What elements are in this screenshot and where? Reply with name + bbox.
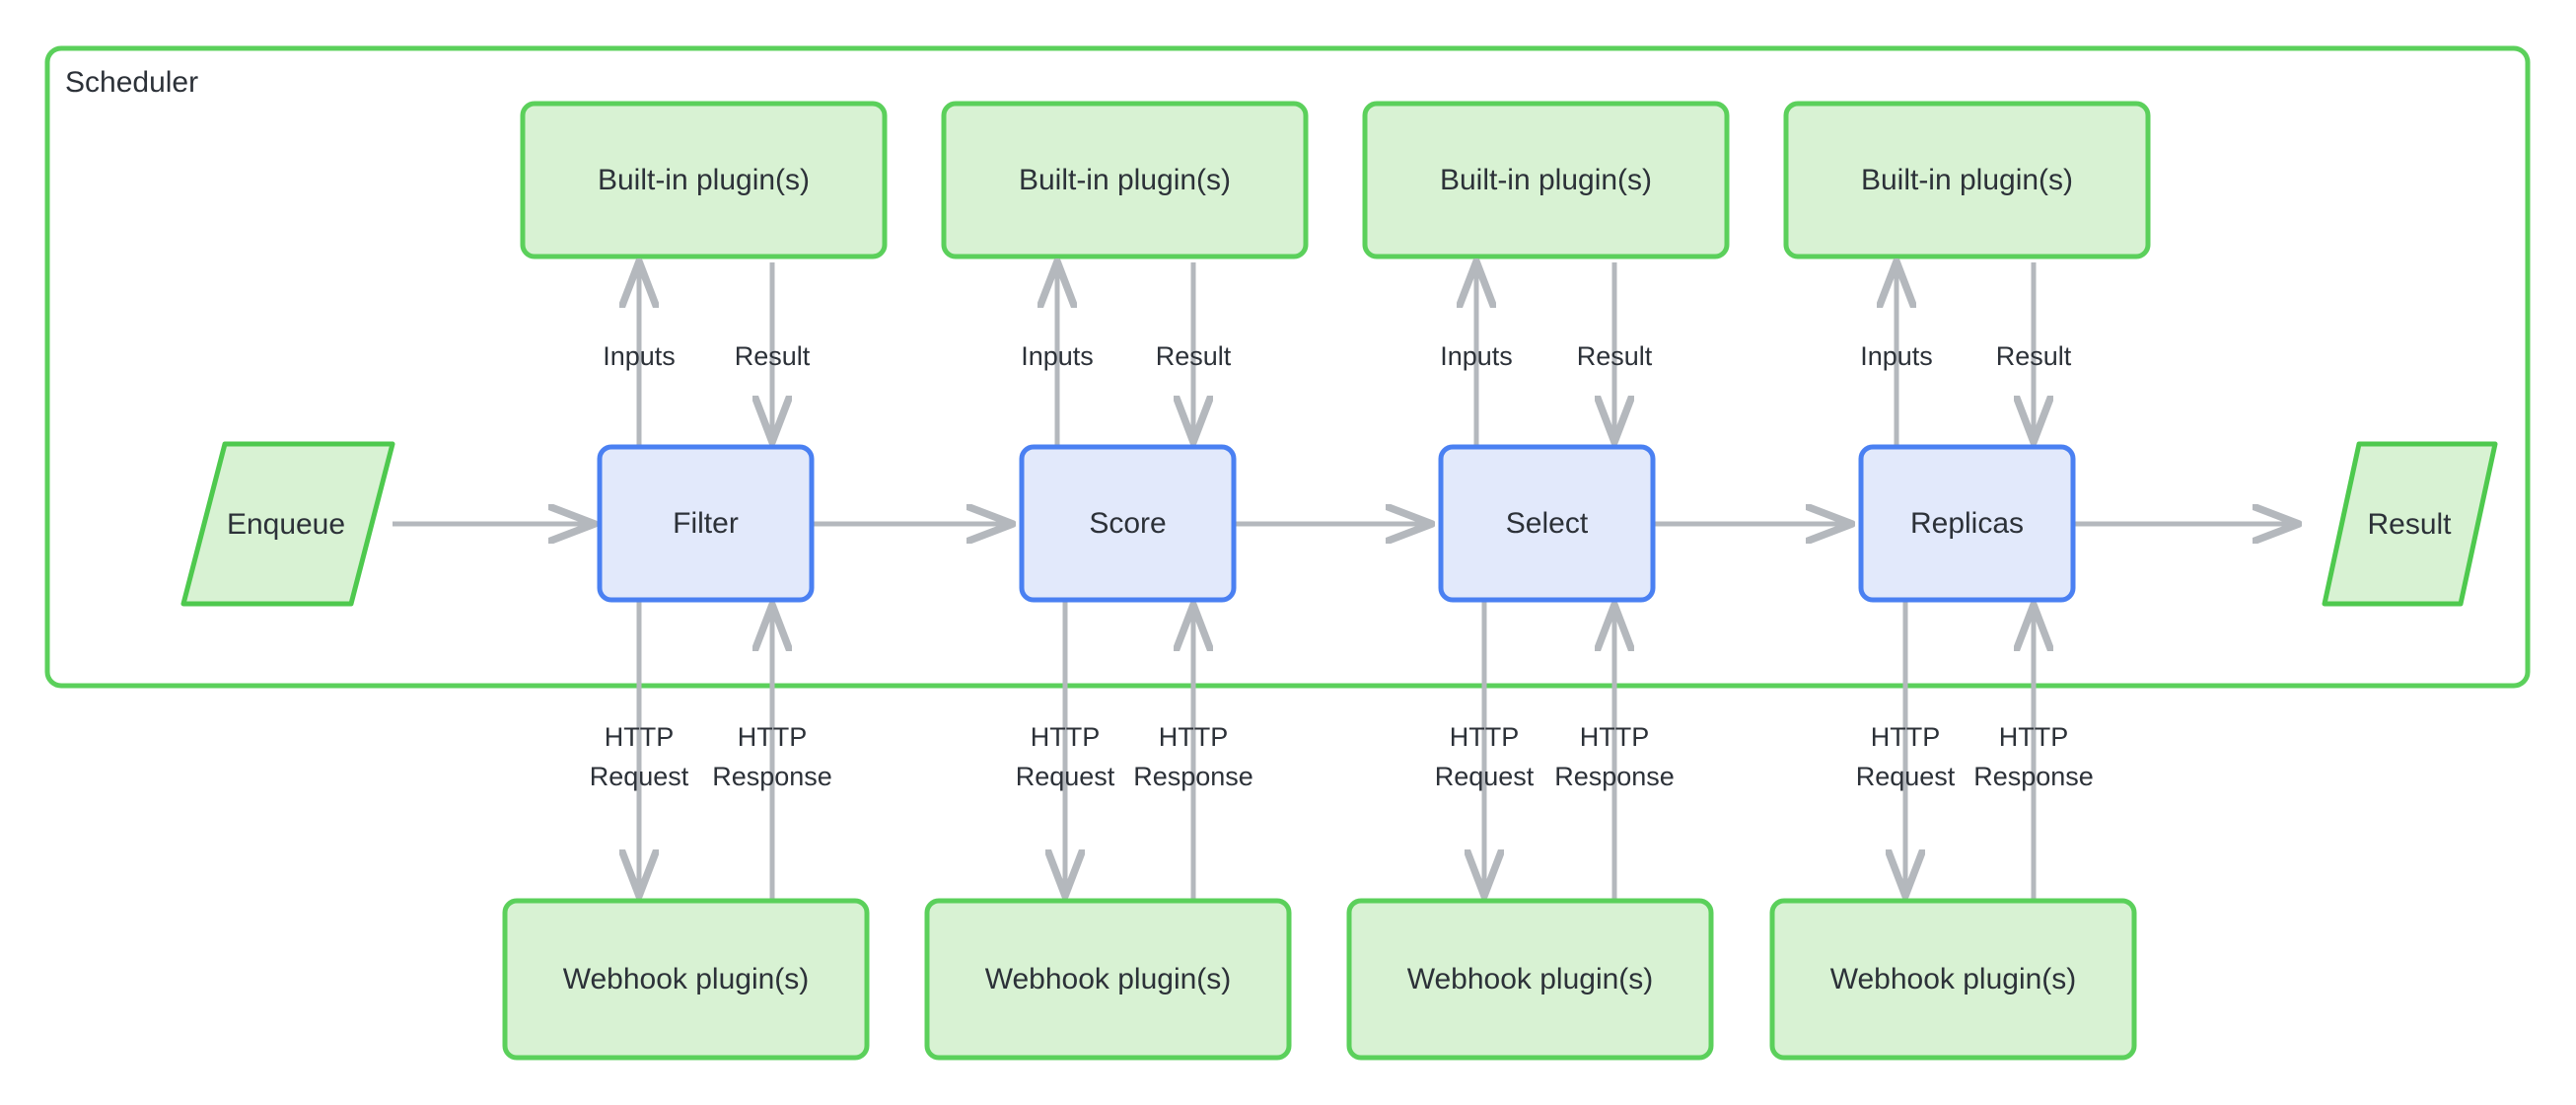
inputs-edge-label-2: Inputs [1021,341,1094,371]
builtin-plugin-label-3: Built-in plugin(s) [1440,164,1652,196]
webhook-plugin-label-4: Webhook plugin(s) [1830,963,2077,995]
http-request-edge-label-4-line1: HTTP [1871,722,1941,752]
builtin-plugin-box-2[interactable] [941,101,1309,259]
builtin-plugin-box-3[interactable] [1362,101,1730,259]
webhook-plugin-label-2: Webhook plugin(s) [985,963,1232,995]
enqueue-parallelogram[interactable] [180,441,395,607]
http-response-edge-label-4-line1: HTTP [1999,722,2069,752]
result-edge-label-4: Result [1996,341,2072,371]
webhook-plugins-row: Webhook plugin(s) Webhook plugin(s) Webh… [502,898,2137,1061]
webhook-plugin-node-3[interactable]: Webhook plugin(s) [1346,898,1714,1061]
column-2-connectors: Inputs Result HTTP Request HTTP Response [1016,262,1253,901]
enqueue-node[interactable]: Enqueue [180,441,395,607]
stage-box-replicas[interactable] [1858,444,2076,603]
inputs-edge-label-1: Inputs [603,341,676,371]
stage-node-filter[interactable]: Filter [597,444,815,603]
webhook-plugin-label-1: Webhook plugin(s) [563,963,810,995]
http-request-edge-label-2-line2: Request [1016,762,1115,791]
builtin-plugin-node-2[interactable]: Built-in plugin(s) [941,101,1309,259]
http-response-edge-label-2-line1: HTTP [1159,722,1229,752]
webhook-plugin-box-3[interactable] [1346,898,1714,1061]
result-edge-label-1: Result [735,341,811,371]
webhook-plugin-node-1[interactable]: Webhook plugin(s) [502,898,870,1061]
http-request-edge-label-3-line1: HTTP [1450,722,1520,752]
scheduler-group-border [44,45,2531,689]
result-edge-label-2: Result [1156,341,1232,371]
builtin-plugin-label-4: Built-in plugin(s) [1861,164,2073,196]
builtin-plugin-label-1: Built-in plugin(s) [598,164,810,196]
webhook-plugin-box-2[interactable] [924,898,1292,1061]
enqueue-label: Enqueue [227,508,345,541]
webhook-plugin-node-4[interactable]: Webhook plugin(s) [1769,898,2137,1061]
builtin-plugin-label-2: Built-in plugin(s) [1019,164,1231,196]
column-4-connectors: Inputs Result HTTP Request HTTP Response [1856,262,2094,901]
http-request-edge-label-4-line2: Request [1856,762,1956,791]
http-response-edge-label-3-line1: HTTP [1580,722,1650,752]
http-request-edge-label-1-line2: Request [590,762,689,791]
http-response-edge-label-3-line2: Response [1554,762,1675,791]
column-1-connectors: Inputs Result HTTP Request HTTP Response [590,262,832,901]
stage-box-filter[interactable] [597,444,815,603]
builtin-plugin-node-4[interactable]: Built-in plugin(s) [1783,101,2151,259]
scheduler-group: Scheduler [44,45,2531,689]
http-response-edge-label-2-line2: Response [1133,762,1253,791]
stage-node-replicas[interactable]: Replicas [1858,444,2076,603]
result-edge-label-3: Result [1577,341,1653,371]
builtin-plugin-node-3[interactable]: Built-in plugin(s) [1362,101,1730,259]
webhook-plugin-box-4[interactable] [1769,898,2137,1061]
webhook-plugin-label-3: Webhook plugin(s) [1407,963,1654,995]
http-request-edge-label-2-line1: HTTP [1031,722,1101,752]
builtin-plugin-node-1[interactable]: Built-in plugin(s) [520,101,888,259]
scheduler-group-label: Scheduler [65,66,198,99]
http-response-edge-label-1-line1: HTTP [738,722,808,752]
builtin-plugins-row: Built-in plugin(s) Built-in plugin(s) Bu… [520,101,2151,259]
stage-box-select[interactable] [1438,444,1656,603]
column-3-connectors: Inputs Result HTTP Request HTTP Response [1435,262,1675,901]
stage-label-replicas: Replicas [1910,507,2024,540]
webhook-plugin-node-2[interactable]: Webhook plugin(s) [924,898,1292,1061]
stage-node-select[interactable]: Select [1438,444,1656,603]
stage-box-score[interactable] [1019,444,1237,603]
result-label: Result [2367,508,2452,541]
result-parallelogram[interactable] [2322,441,2498,607]
inputs-edge-label-3: Inputs [1440,341,1513,371]
stage-label-select: Select [1506,507,1589,540]
stage-label-filter: Filter [673,507,739,540]
webhook-plugin-box-1[interactable] [502,898,870,1061]
builtin-plugin-box-4[interactable] [1783,101,2151,259]
http-request-edge-label-1-line1: HTTP [605,722,675,752]
result-node[interactable]: Result [2322,441,2498,607]
http-request-edge-label-3-line2: Request [1435,762,1535,791]
http-response-edge-label-1-line2: Response [712,762,832,791]
builtin-plugin-box-1[interactable] [520,101,888,259]
stages-row: Filter Score Select Replicas [597,444,2076,603]
http-response-edge-label-4-line2: Response [1973,762,2094,791]
stage-node-score[interactable]: Score [1019,444,1237,603]
inputs-edge-label-4: Inputs [1860,341,1933,371]
stage-label-score: Score [1089,507,1166,540]
